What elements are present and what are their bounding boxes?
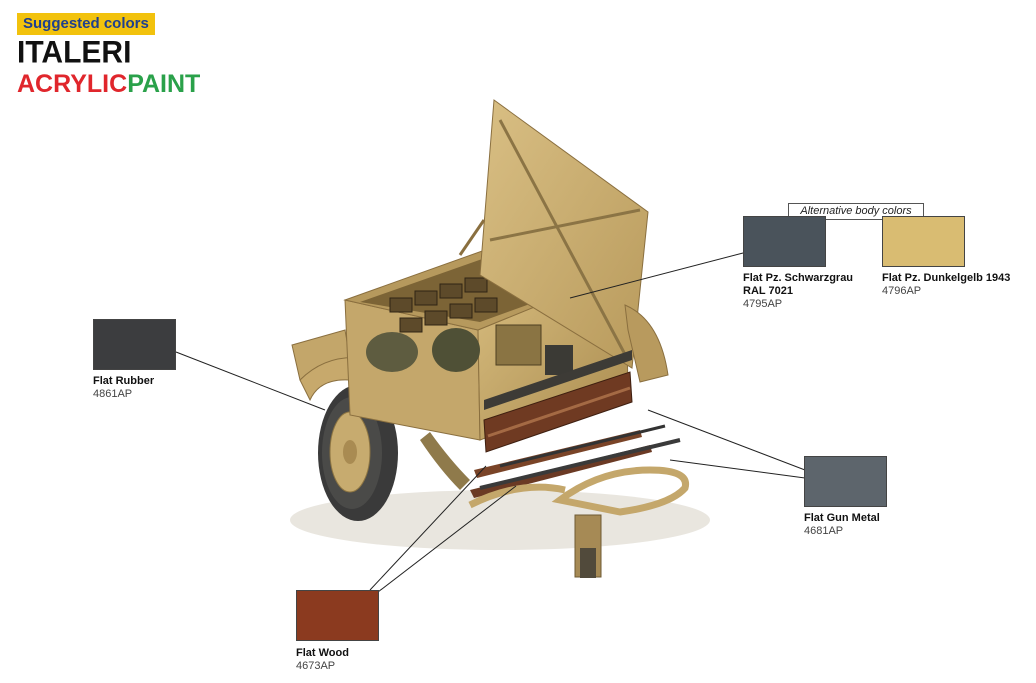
lid-brace xyxy=(489,119,641,361)
label-schwarzgrau: Flat Pz. Schwarzgrau RAL 7021 4795AP xyxy=(743,272,853,311)
label-rubber: Flat Rubber 4861AP xyxy=(93,375,154,401)
wood-code: 4673AP xyxy=(296,660,336,672)
rubber-code: 4861AP xyxy=(93,388,133,400)
helmet-right xyxy=(432,328,480,372)
dunkelgelb-name: Flat Pz. Dunkelgelb 1943 xyxy=(882,272,1011,284)
spring xyxy=(420,432,470,490)
leader-rubber xyxy=(175,351,326,411)
label-gunmetal: Flat Gun Metal 4681AP xyxy=(804,512,880,538)
swatch-schwarzgrau xyxy=(743,216,826,267)
right-fender xyxy=(624,304,669,383)
acrylic-word: ACRYLIC xyxy=(17,70,128,98)
swatch-dunkelgelb xyxy=(882,216,965,267)
dunkelgelb-code: 4796AP xyxy=(882,285,922,297)
acrylic-paint-logo: ACRYLICPAINT xyxy=(17,71,200,97)
paint-word: PAINT xyxy=(127,70,201,98)
schwarzgrau-name-2: RAL 7021 xyxy=(743,285,793,297)
leader-wood-2 xyxy=(377,485,517,593)
lid-stay xyxy=(458,219,486,256)
italeri-logo: ITALERI xyxy=(17,35,132,70)
schwarzgrau-name-1: Flat Pz. Schwarzgrau xyxy=(743,272,854,284)
shadow-shape xyxy=(290,490,710,550)
rubber-name: Flat Rubber xyxy=(93,375,155,387)
suggested-colors-banner: Suggested colors xyxy=(17,13,155,35)
swatch-rubber xyxy=(93,319,176,370)
rifles xyxy=(470,424,681,498)
alternative-body-colors-label: Alternative body colors xyxy=(788,203,924,220)
schwarzgrau-code: 4795AP xyxy=(743,298,783,310)
wood-name: Flat Wood xyxy=(296,647,349,659)
leader-gunmetal-2 xyxy=(669,459,806,479)
swatch-gunmetal xyxy=(804,456,887,507)
wheel-axle xyxy=(343,440,357,464)
label-wood: Flat Wood 4673AP xyxy=(296,647,349,673)
ammo-crates xyxy=(389,277,498,333)
trailer-lid xyxy=(479,99,649,369)
leader-schwarzgrau xyxy=(569,252,744,299)
helmet-left xyxy=(366,332,418,372)
leader-lines xyxy=(175,252,806,593)
gunmetal-name: Flat Gun Metal xyxy=(804,512,880,524)
leader-wood-1 xyxy=(369,465,487,591)
interior-canister xyxy=(545,345,573,375)
label-dunkelgelb: Flat Pz. Dunkelgelb 1943 4796AP xyxy=(882,272,1010,298)
interior-box xyxy=(495,324,542,366)
swatch-wood xyxy=(296,590,379,641)
tool-rack xyxy=(483,350,633,453)
leader-gunmetal-1 xyxy=(647,409,806,471)
gunmetal-code: 4681AP xyxy=(804,525,844,537)
drawbar xyxy=(468,466,690,578)
